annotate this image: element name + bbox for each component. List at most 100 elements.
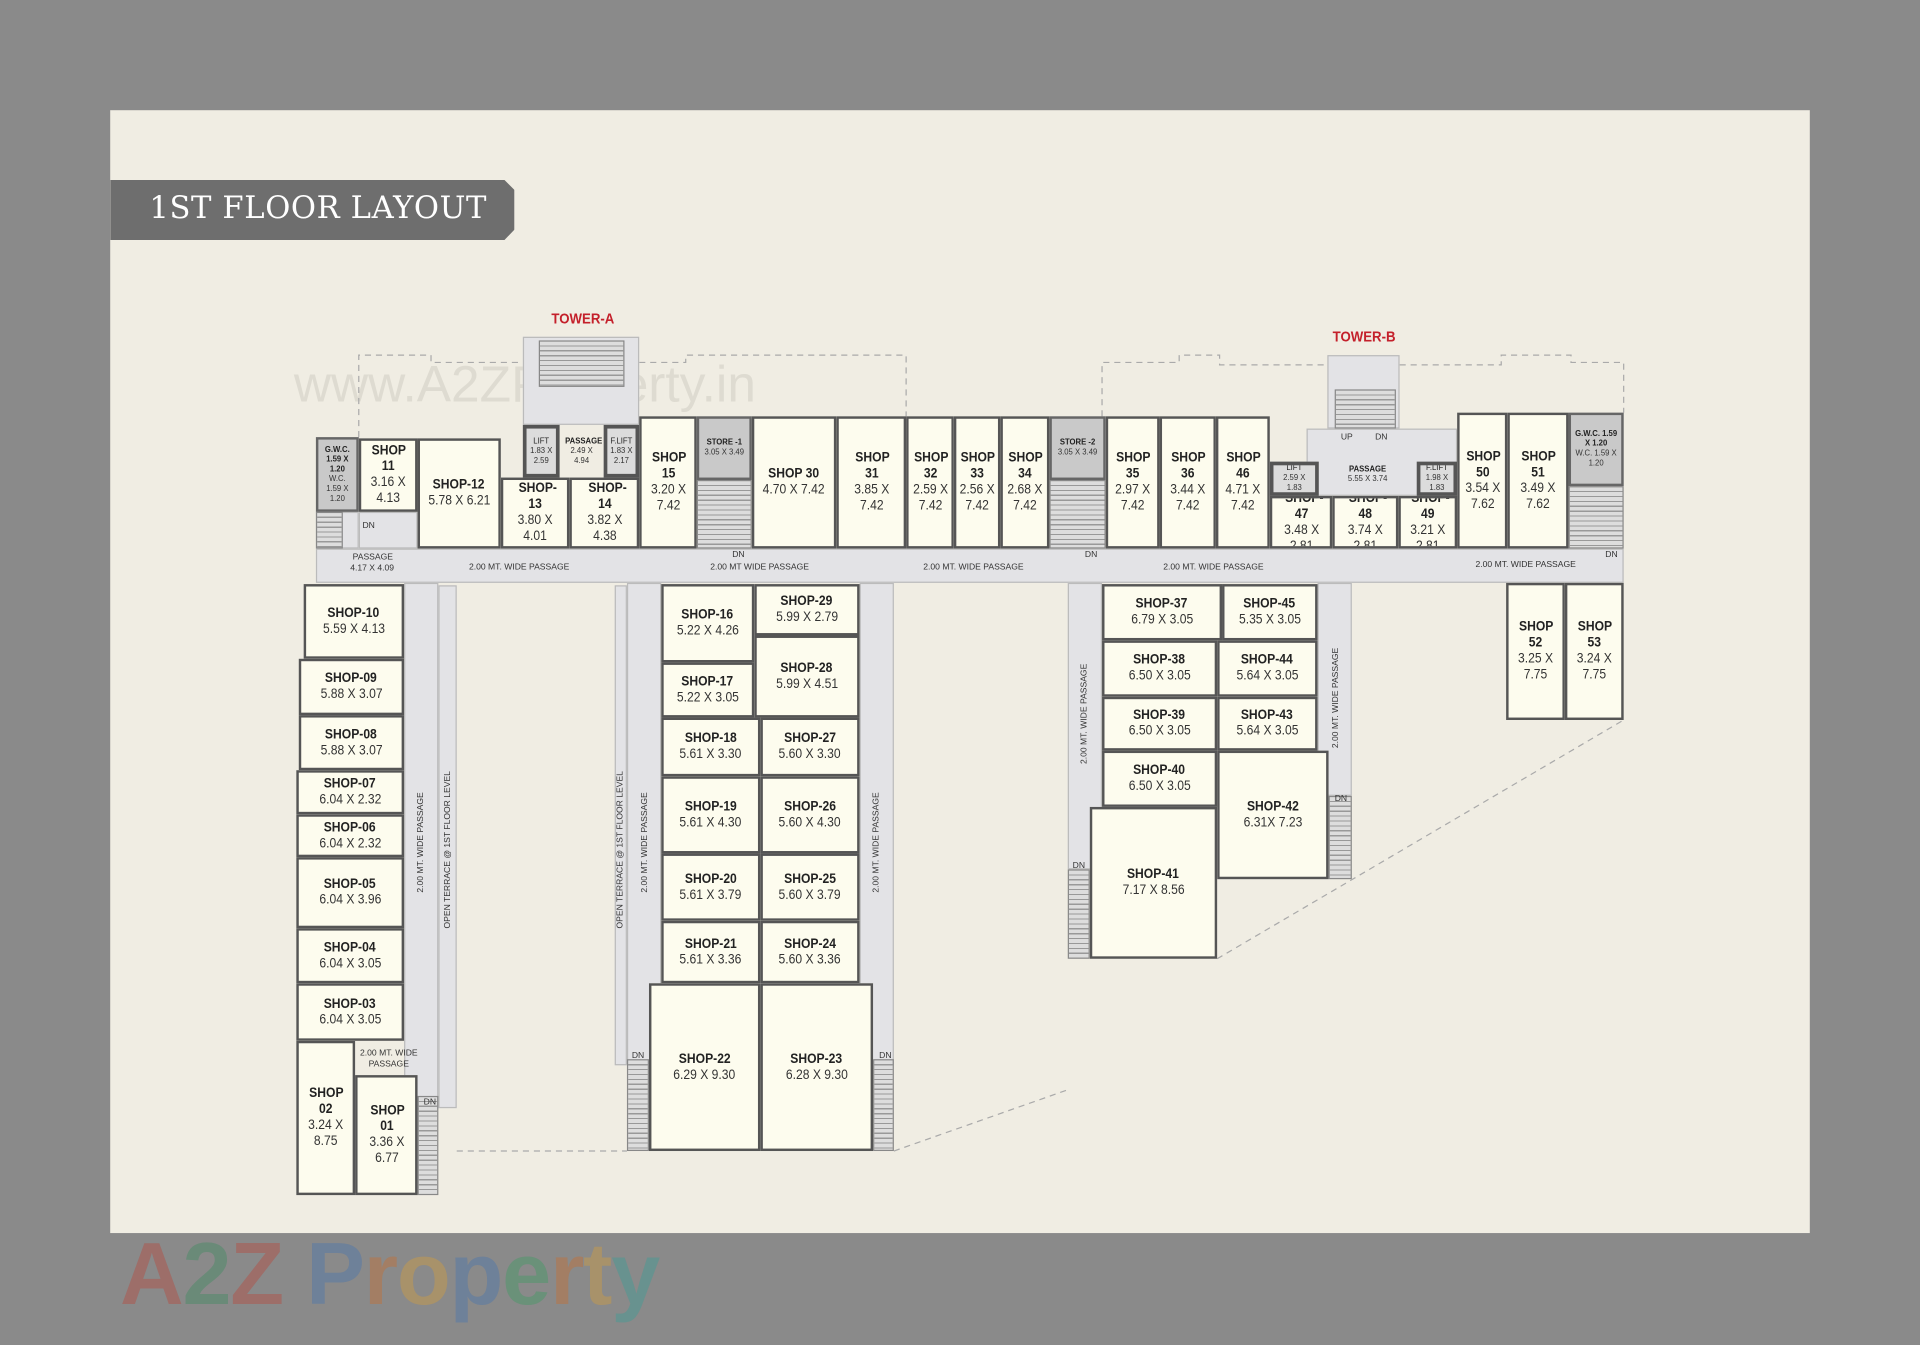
shop-dimensions: 3.20 X 7.42 (650, 482, 686, 514)
shop-dimensions: 5.99 X 2.79 (775, 609, 838, 625)
room-name: PASSAGE (1349, 464, 1387, 474)
shop-name: SHOP-27 (784, 731, 836, 746)
title-banner (110, 180, 515, 241)
room-name: LIFT (533, 436, 550, 446)
room-name: G.W.C. 1.59 X 1.20 (324, 445, 350, 474)
shop-name: SHOP-37 (1136, 596, 1188, 612)
shop-name: SHOP-05 (324, 876, 377, 892)
shop-dimensions: 6.04 X 2.32 (319, 792, 382, 807)
a2z-property-logo: A2Z Property (120, 1224, 660, 1324)
shop-dimensions: 5.88 X 3.07 (320, 742, 383, 758)
logo-letter: y (611, 1225, 660, 1324)
shop-name: SHOP-13 (518, 481, 557, 512)
shop-dimensions: 5.61 X 3.79 (679, 887, 742, 902)
room-name: G.W.C. 1.59 X 1.20 (1575, 429, 1618, 449)
passage-area (404, 582, 439, 1110)
shop-name: SHOP-08 (325, 726, 378, 742)
shop-name: SHOP-17 (681, 674, 734, 689)
shop-dimensions: 5.60 X 4.30 (778, 814, 842, 830)
shop-dimensions: 6.29 X 9.30 (673, 1067, 736, 1082)
shop-name: SHOP-41 (1127, 866, 1180, 882)
shop-name: SHOP-49 (1411, 495, 1450, 522)
shop-name: SHOP 31 (854, 450, 890, 482)
passage-label: 2.00 MT. WIDE PASSAGE (1475, 560, 1576, 570)
shop-name: SHOP-29 (780, 593, 833, 609)
shop-dimensions: 5.59 X 4.13 (322, 621, 385, 637)
logo-letter: P (306, 1225, 365, 1324)
shop-name: SHOP 52 (1518, 619, 1554, 651)
vertical-passage-label: OPEN TERRACE @ 1ST FLOOR LEVEL (616, 771, 626, 929)
shop-dimensions: 3.25 X 7.75 (1517, 651, 1554, 683)
stair-down-label: DN (1084, 551, 1098, 560)
room-dimensions: 2.59 X 1.83 (1283, 473, 1306, 493)
shop-dimensions: 6.50 X 3.05 (1128, 723, 1191, 739)
stair-up-label: UP (1340, 433, 1353, 443)
shop-name: SHOP 46 (1226, 450, 1261, 482)
shop-dimensions: 2.59 X 7.42 (912, 482, 948, 514)
shop-dimensions: 6.04 X 3.96 (319, 892, 382, 908)
staircase (1334, 389, 1396, 429)
room-dimensions: W.C. 1.59 X 1.20 (1575, 449, 1617, 468)
logo-letter (283, 1226, 306, 1324)
stair-down-label: DN (423, 1098, 437, 1107)
shop-name: SHOP-40 (1133, 762, 1186, 778)
shop-dimensions: 5.60 X 3.36 (778, 952, 842, 967)
outline-bottom-diag2 (1216, 719, 1624, 960)
